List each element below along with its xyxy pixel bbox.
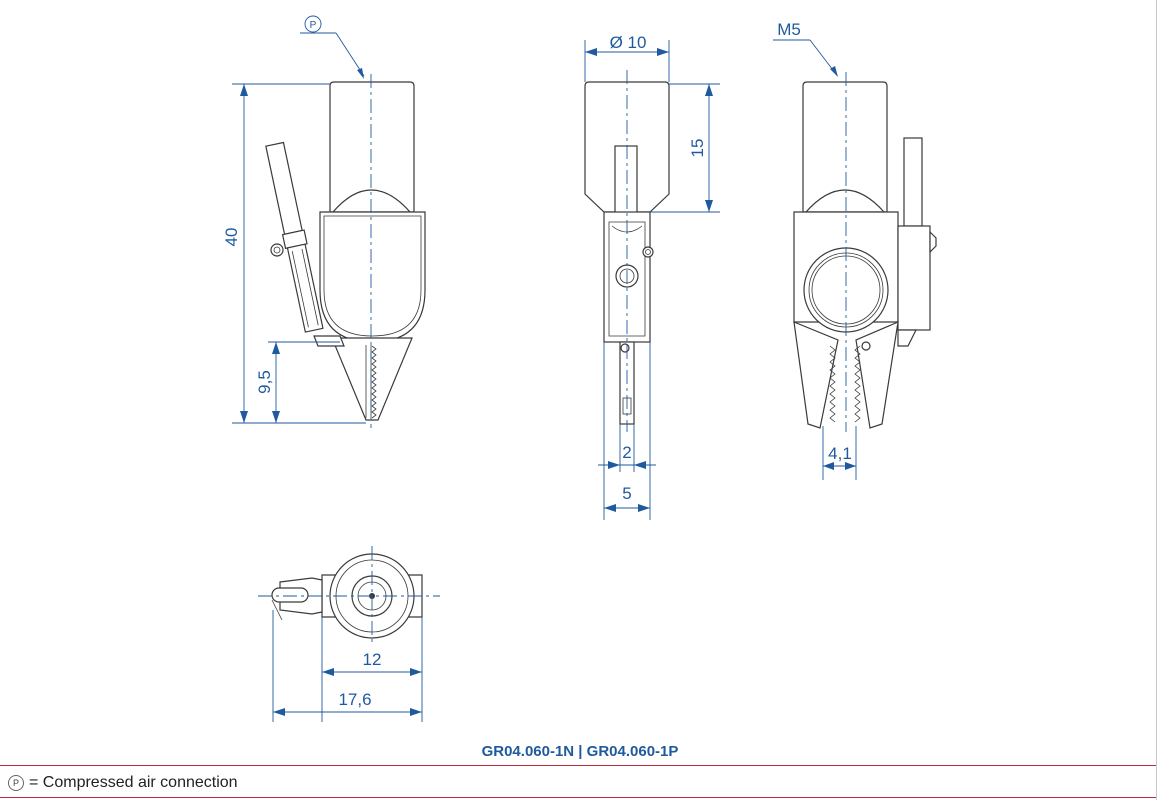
footer-divider — [0, 797, 1156, 798]
finger-width-dimension: 2 — [622, 443, 631, 462]
total-width-dimension: 17,6 — [338, 690, 371, 709]
top-view — [258, 546, 440, 646]
page-edge-divider — [1156, 0, 1157, 800]
tip-length-dimension: 9,5 — [255, 370, 274, 394]
side-view-dimensions: P 40 9,5 — [222, 15, 366, 424]
caption-divider — [0, 765, 1156, 766]
front-view-dimensions: Ø 10 15 2 5 — [584, 33, 720, 520]
model-caption: GR04.060-1N | GR04.060-1P — [481, 743, 679, 760]
rear-view — [793, 72, 937, 432]
side-view — [265, 74, 426, 428]
opening-dimension: 4,1 — [828, 444, 852, 463]
thread-callout: M5 — [777, 20, 801, 39]
legend-text: = Compressed air connection — [29, 774, 238, 791]
top-view-dimensions: 12 17,6 — [272, 610, 423, 722]
total-height-dimension: 40 — [222, 228, 241, 247]
finger-span-dimension: 5 — [622, 484, 631, 503]
front-view — [584, 70, 670, 432]
body-width-dimension: 12 — [363, 650, 382, 669]
upper-height-dimension: 15 — [688, 139, 707, 158]
pressure-port-callout: P — [310, 20, 317, 31]
pressure-port-icon: P — [8, 775, 24, 791]
rear-view-dimensions: M5 4,1 — [773, 20, 857, 480]
legend: P = Compressed air connection — [8, 773, 238, 793]
diameter-dimension: Ø 10 — [610, 33, 647, 52]
